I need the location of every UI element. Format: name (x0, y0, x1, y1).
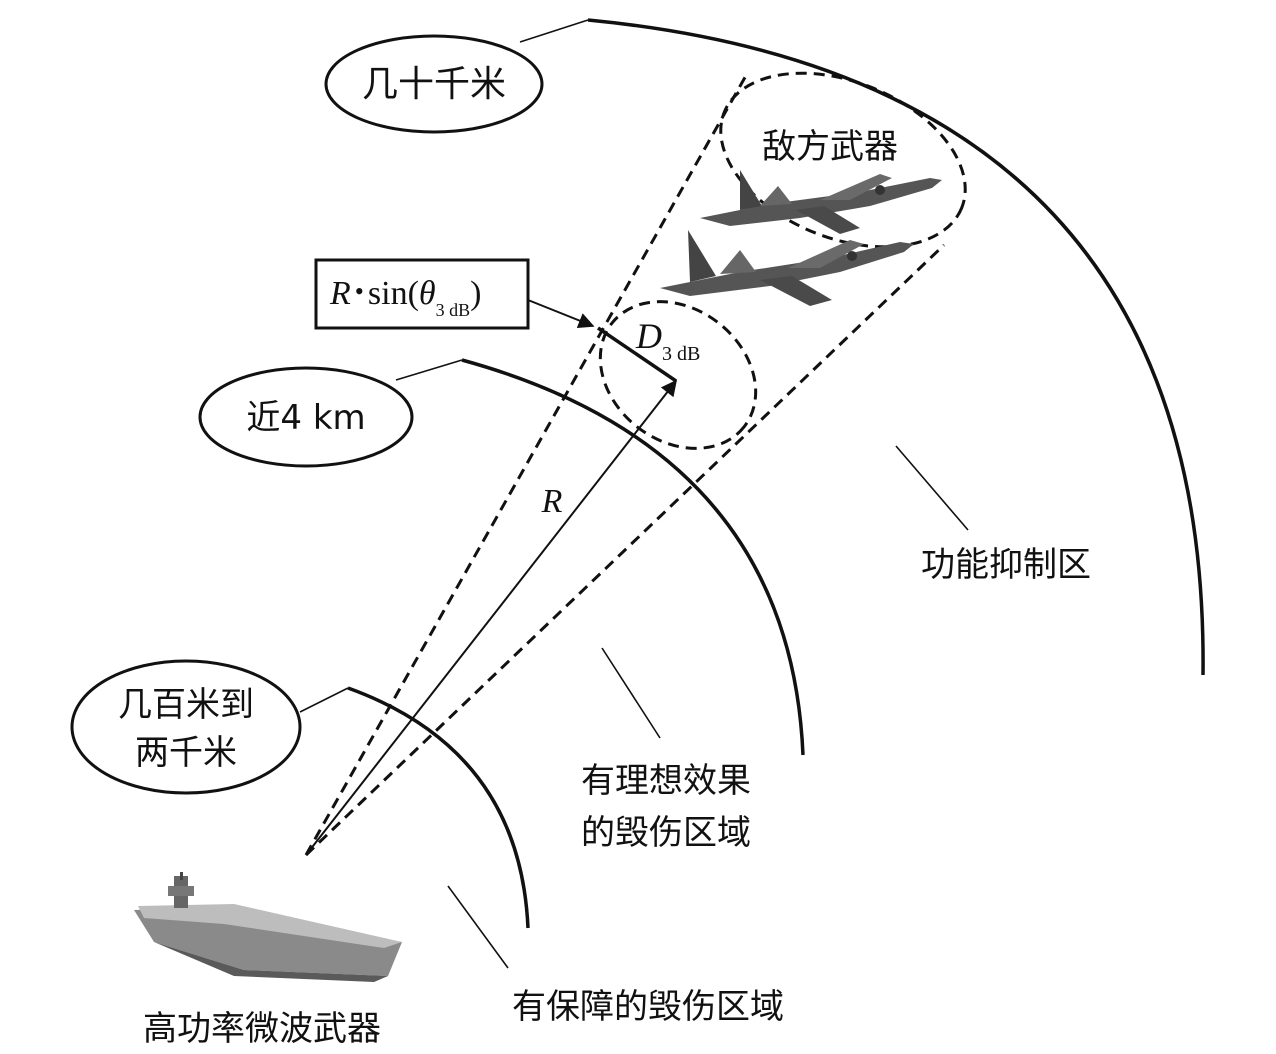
formula-sin: sin( (368, 275, 419, 312)
guaranteed-zone-leader (447, 885, 509, 969)
ideal-zone-leader (601, 647, 661, 739)
ideal-damage-zone-label-line2: 的毁伤区域 (581, 813, 751, 853)
outer-range-label: 几十千米 (362, 64, 506, 105)
function-zone-leader (895, 445, 969, 531)
inner-range-label-line2: 两千米 (135, 733, 237, 773)
formula-text: R•sin(θ3 dB) (329, 275, 481, 320)
middle-range-leader (395, 359, 463, 381)
spot-diameter-segment (597, 326, 677, 383)
middle-range-arc (461, 358, 805, 756)
beam-spot-ellipse (598, 300, 758, 450)
outer-range-leader (519, 19, 589, 43)
formula-pointer (527, 299, 595, 329)
middle-range-label: 近4 km (246, 398, 365, 438)
outer-range-arc (587, 18, 1205, 676)
formula-theta: θ (419, 275, 436, 312)
enemy-target-ellipse (719, 71, 967, 249)
function-suppression-zone-label: 功能抑制区 (921, 545, 1091, 585)
inner-range-label-line1: 几百米到 (118, 685, 254, 725)
inner-range-arc (347, 686, 530, 929)
range-vector (305, 379, 677, 856)
fighter-jet-icon (660, 230, 914, 306)
spot-diameter-subscript: 3 dB (662, 343, 700, 365)
middle-range-ellipse (198, 366, 414, 468)
outer-range-ellipse (324, 34, 544, 134)
inner-range-leader (299, 687, 349, 713)
guaranteed-damage-zone-label: 有保障的毁伤区域 (512, 987, 784, 1027)
formula-subscript: 3 dB (436, 300, 471, 320)
spot-diameter-symbol: D (635, 316, 662, 356)
fighter-jet-icon (700, 170, 942, 234)
formula-bullet: • (355, 277, 364, 306)
formula-close-paren: ) (470, 275, 481, 312)
beam-edge-upper (304, 71, 750, 856)
formula-range: R (329, 275, 351, 312)
range-symbol: R (541, 483, 563, 520)
spot-diameter-label: D3 dB (635, 316, 700, 365)
ideal-damage-zone-label-line1: 有理想效果 (581, 761, 751, 801)
aircraft-carrier-icon (134, 872, 402, 982)
beam-edge-lower (304, 243, 946, 857)
hpm-weapon-label: 高功率微波武器 (143, 1009, 381, 1049)
enemy-weapons-label: 敌方武器 (762, 127, 898, 167)
inner-range-ellipse (70, 659, 302, 795)
formula-box (314, 258, 530, 330)
